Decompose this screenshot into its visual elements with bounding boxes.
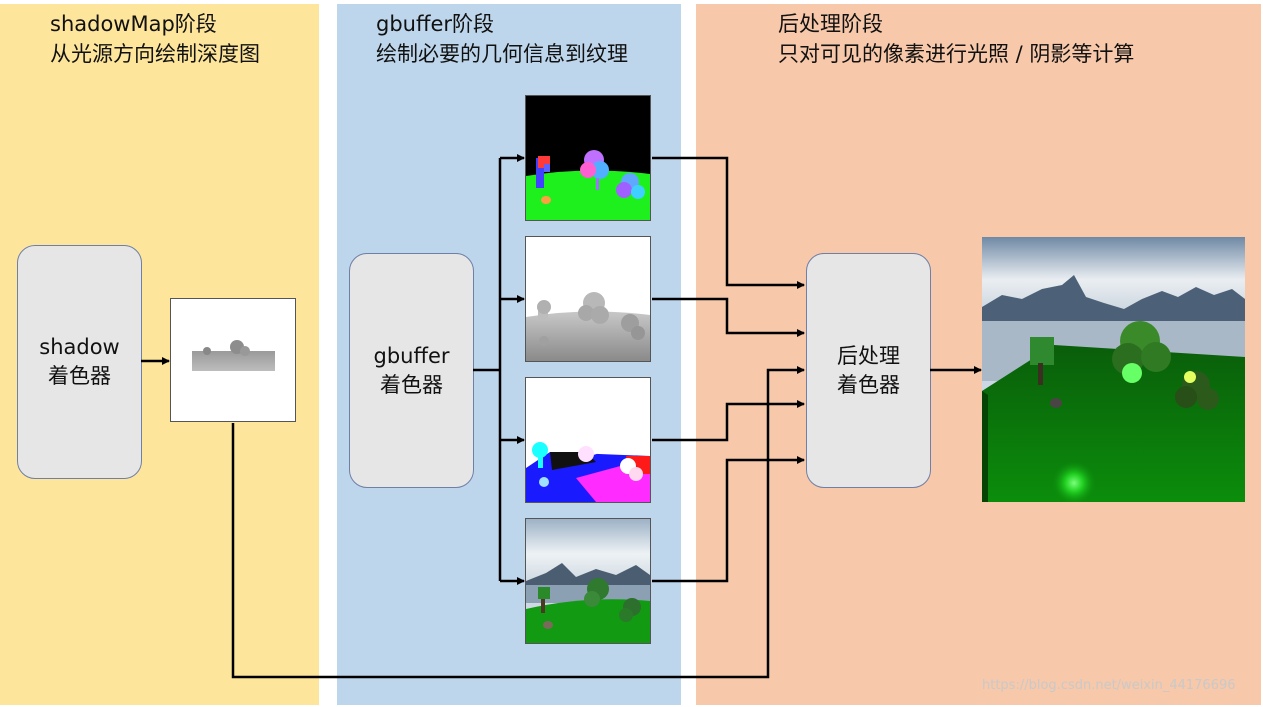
shadow-shader-label-line1: shadow <box>39 335 120 359</box>
gbuffer-depth-texture-image <box>525 236 651 362</box>
post-stage-title: 后处理阶段 <box>778 12 883 36</box>
gbuffer-stage-subtitle: 绘制必要的几何信息到纹理 <box>376 42 628 66</box>
shadowmap-stage-subtitle: 从光源方向绘制深度图 <box>50 42 260 66</box>
post-shader-box: 后处理 着色器 <box>806 253 931 488</box>
shadow-shader-label-line2: 着色器 <box>48 364 111 388</box>
shadowmap-stage-title: shadowMap阶段 <box>50 12 217 36</box>
arrow-position-texture-to-post <box>652 400 805 442</box>
arrow-normal-texture-to-post <box>652 156 805 289</box>
gbuffer-normal-texture-image <box>525 95 651 221</box>
gbuffer-shader-box: gbuffer 着色器 <box>349 253 474 488</box>
shadow-depth-map-image <box>170 298 296 422</box>
arrow-color-texture-to-post <box>652 456 805 583</box>
watermark-text: https://blog.csdn.net/weixin_44176696 <box>982 678 1236 693</box>
gbuffer-stage-title: gbuffer阶段 <box>376 12 494 36</box>
post-stage-subtitle: 只对可见的像素进行光照 / 阴影等计算 <box>778 42 1135 66</box>
gbuffer-shader-label-line2: 着色器 <box>380 372 443 397</box>
final-render-output-image <box>982 237 1245 502</box>
gbuffer-color-texture-image <box>525 518 651 644</box>
post-shader-label-line2: 着色器 <box>837 372 900 397</box>
gbuffer-position-texture-image <box>525 377 651 503</box>
gbuffer-shader-label-line1: gbuffer <box>373 343 450 368</box>
arrow-depth-map-to-post <box>231 366 805 679</box>
post-shader-label-line1: 后处理 <box>837 343 900 368</box>
arrow-depth-texture-to-post <box>652 297 805 337</box>
